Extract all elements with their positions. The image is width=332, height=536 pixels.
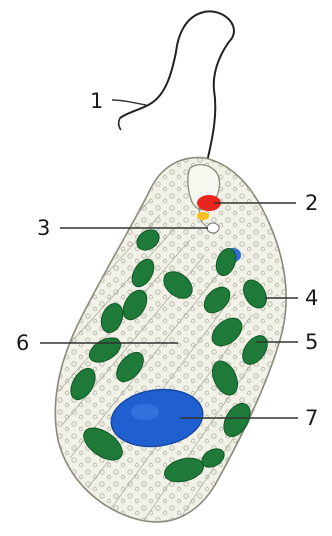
label-5: 5 bbox=[305, 330, 318, 354]
flagellum bbox=[120, 11, 234, 162]
contractile-vacuole bbox=[207, 223, 219, 233]
nucleolus bbox=[131, 404, 159, 420]
label-7: 7 bbox=[305, 406, 318, 430]
label-3: 3 bbox=[37, 216, 50, 240]
label-6: 6 bbox=[16, 331, 29, 355]
eyespot-highlight bbox=[197, 212, 209, 220]
label-1: 1 bbox=[90, 89, 103, 113]
label-2: 2 bbox=[305, 191, 318, 215]
leader-line-1 bbox=[112, 100, 146, 105]
flagellum-tip bbox=[119, 118, 121, 130]
label-4: 4 bbox=[305, 286, 318, 310]
